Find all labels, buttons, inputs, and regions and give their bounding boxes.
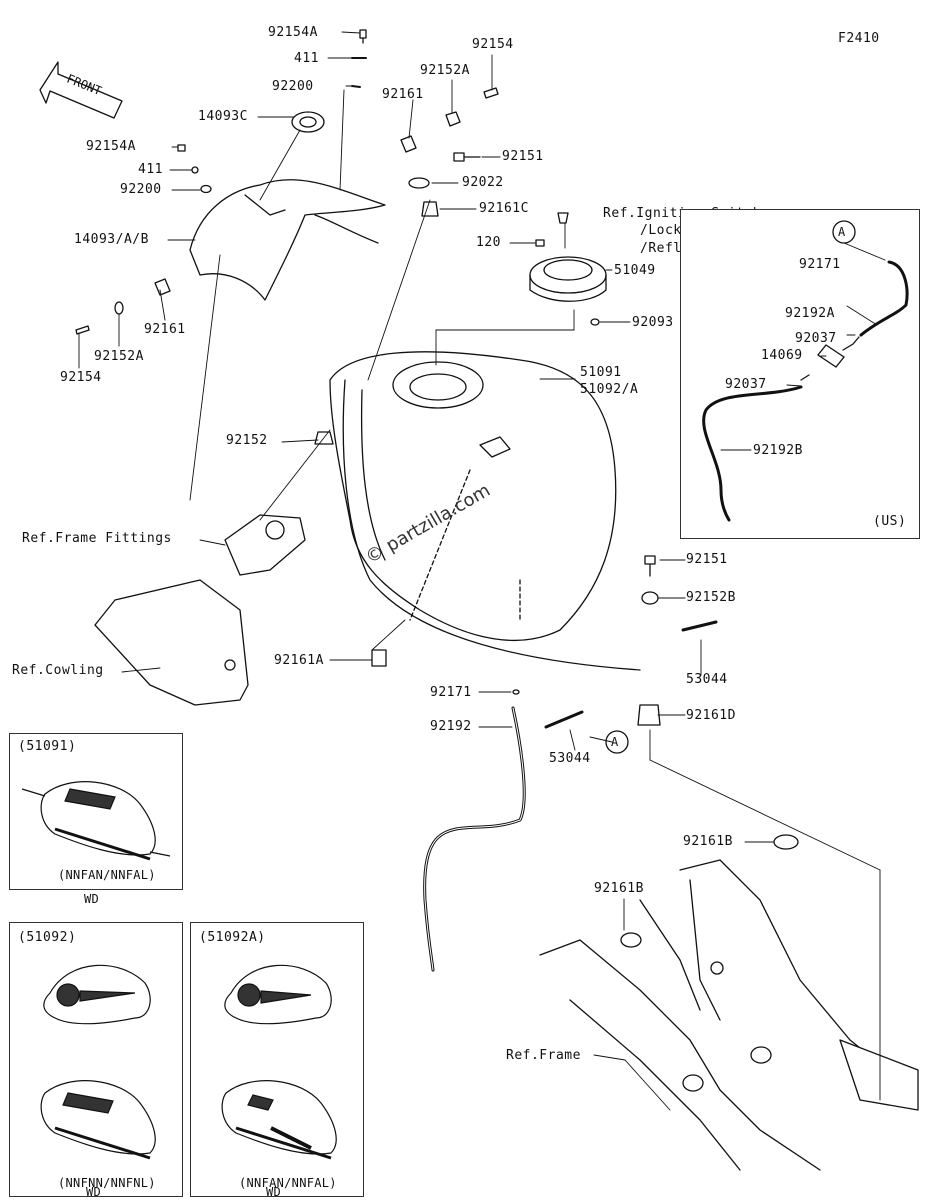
us-callout-92192B: 92192B (753, 443, 803, 458)
fuel-tank-shape (329, 351, 641, 671)
callout-92161-top: 92161 (382, 87, 424, 102)
us-callout-14069: 14069 (761, 348, 803, 363)
callout-92192: 92192 (430, 719, 472, 734)
callout-411-top: 411 (294, 51, 319, 66)
ref-locks: /Locks (640, 223, 690, 238)
tank-cover-shape (189, 179, 386, 301)
callout-92152A-left: 92152A (94, 349, 144, 364)
detail-marker-A: A (611, 735, 619, 749)
variant-2-region: WD (86, 1185, 102, 1199)
callout-92152: 92152 (226, 433, 268, 448)
us-hose-inset: A 92171 92192A 92037 14069 92037 92192B … (680, 209, 920, 539)
leader-lines (78, 31, 881, 1111)
front-arrow-icon: FRONT (39, 61, 123, 119)
callout-120: 120 (476, 235, 501, 250)
callout-92161C: 92161C (479, 201, 529, 216)
callout-92093: 92093 (632, 315, 674, 330)
callout-92154-left: 92154 (60, 370, 102, 385)
callout-92161B-right: 92161B (683, 834, 733, 849)
callout-92152A-top: 92152A (420, 63, 470, 78)
variant-1-models: (NNFAN/NNFAL) (58, 868, 156, 882)
upper-small-parts (75, 29, 600, 335)
variant-2-part: (51092) (18, 930, 77, 945)
variant-51092A-artwork (221, 964, 337, 1160)
frame-fittings-shape (224, 514, 306, 576)
figure-code: F2410 (838, 31, 880, 46)
rubber-parts (314, 431, 718, 729)
callout-92171: 92171 (430, 685, 472, 700)
detail-marker-circle (605, 730, 629, 754)
variant-2-models: (NNFNN/NNFNL) (58, 1176, 156, 1190)
variant-inset-51092A: (51092A) (NNFAN/NNFAL) (190, 922, 364, 1197)
callout-92200-top: 92200 (272, 79, 314, 94)
callout-53044-bottom: 53044 (549, 751, 591, 766)
us-inset-artwork (702, 220, 909, 522)
callout-14093-A-B: 14093/A/B (74, 232, 149, 247)
variant-1-region: WD (84, 892, 100, 906)
variant-3-models: (NNFAN/NNFAL) (239, 1176, 337, 1190)
callout-92154-top: 92154 (472, 37, 514, 52)
callout-53044-right: 53044 (686, 672, 728, 687)
callout-92151-top: 92151 (502, 149, 544, 164)
callout-92200-left: 92200 (120, 182, 162, 197)
variant-3-region: WD (266, 1185, 282, 1199)
callout-92154A-top: 92154A (268, 25, 318, 40)
us-inset-note: (US) (873, 514, 907, 529)
ref-frame-fittings: Ref.Frame Fittings (22, 531, 172, 546)
variant-51091-artwork (21, 781, 171, 861)
us-callout-92037-b: 92037 (725, 377, 767, 392)
us-callout-92037-a: 92037 (795, 331, 837, 346)
callout-92151-mid: 92151 (686, 552, 728, 567)
callout-92161B-left: 92161B (594, 881, 644, 896)
frame-shape (539, 834, 919, 1171)
ref-cowling: Ref.Cowling (12, 663, 104, 678)
variant-51092-artwork (40, 964, 156, 1160)
callout-14093C: 14093C (198, 109, 248, 124)
callout-51049: 51049 (614, 263, 656, 278)
callout-92022: 92022 (462, 175, 504, 190)
variant-inset-51092: (51092) (NNFNN/NNFNL) (9, 922, 183, 1197)
hose-92192-shape (423, 706, 526, 972)
us-inset-marker: A (838, 225, 846, 239)
callout-51092-A: 51092/A (580, 382, 639, 397)
filler-cap-shape (529, 256, 607, 302)
cowling-shape (94, 579, 249, 706)
us-callout-92192A: 92192A (785, 306, 835, 321)
callout-92161D: 92161D (686, 708, 736, 723)
us-callout-92171: 92171 (799, 257, 841, 272)
variant-3-part: (51092A) (199, 930, 266, 945)
variant-1-part: (51091) (18, 739, 77, 754)
callout-92154A-left: 92154A (86, 139, 136, 154)
callout-92152B: 92152B (686, 590, 736, 605)
ref-frame: Ref.Frame (506, 1048, 581, 1063)
callout-411-left: 411 (138, 162, 163, 177)
callout-51091: 51091 (580, 365, 622, 380)
variant-inset-51091: (51091) (NNFAN/NNFAL) (9, 733, 183, 890)
callout-92161A: 92161A (274, 653, 324, 668)
callout-92161-left: 92161 (144, 322, 186, 337)
